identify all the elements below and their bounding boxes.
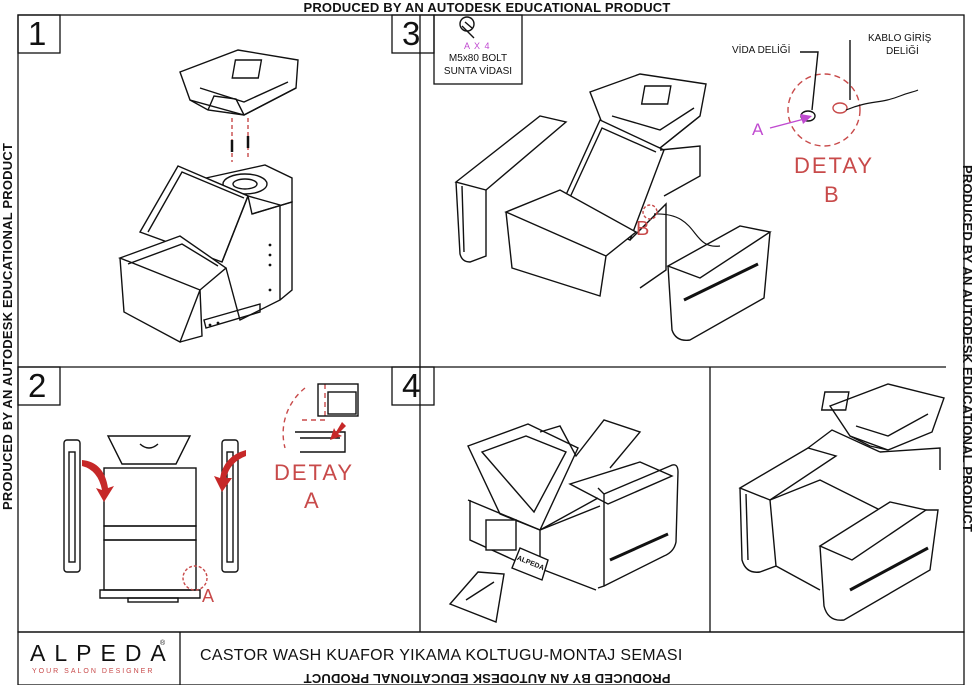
step3-illustration [454,16,919,341]
detail-b-marker [769,114,812,129]
drawing-frame [17,14,965,685]
detail-b-title: DETAY [794,153,875,178]
detail-b-vida-label: VİDA DELİĞİ [732,45,791,56]
logo-tagline: YOUR SALON DESIGNER [32,668,155,675]
part-name-line1: M5x80 BOLT [448,53,508,64]
step-number-2: 2 [28,367,47,404]
step4-assembly-illustration [448,419,679,623]
step-number-4: 4 [402,367,421,404]
watermark-top: PRODUCED BY AN AUTODESK EDUCATIONAL PROD… [303,0,671,15]
step2-illustration [63,383,359,603]
step-number-3: 3 [402,15,421,52]
step-number-1: 1 [28,15,47,52]
step4-final-illustration [738,383,945,621]
part-name-line2: SUNTA VİDASI [443,66,513,77]
drawing-title: CASTOR WASH KUAFOR YIKAMA KOLTUGU-MONTAJ… [200,647,683,664]
detail-b-letter: B [824,182,839,207]
detail-b-kablo-label-1: KABLO GİRİŞ [868,33,932,44]
detail-a-title: DETAY [274,460,355,485]
detail-b-kablo-label-2: DELİĞİ [886,46,919,57]
detail-a-letter: A [304,488,319,513]
step1-illustration [118,49,299,343]
part-quantity: A X 4 [464,41,491,51]
detail-b-marker-label: A [752,120,764,139]
alpeda-logo: ALPEDA [30,640,175,666]
step3-callout-b: B [636,218,650,240]
step2-arrows [82,422,346,502]
step2-callout-a: A [202,586,215,606]
logo-registered-mark: ® [160,640,166,647]
